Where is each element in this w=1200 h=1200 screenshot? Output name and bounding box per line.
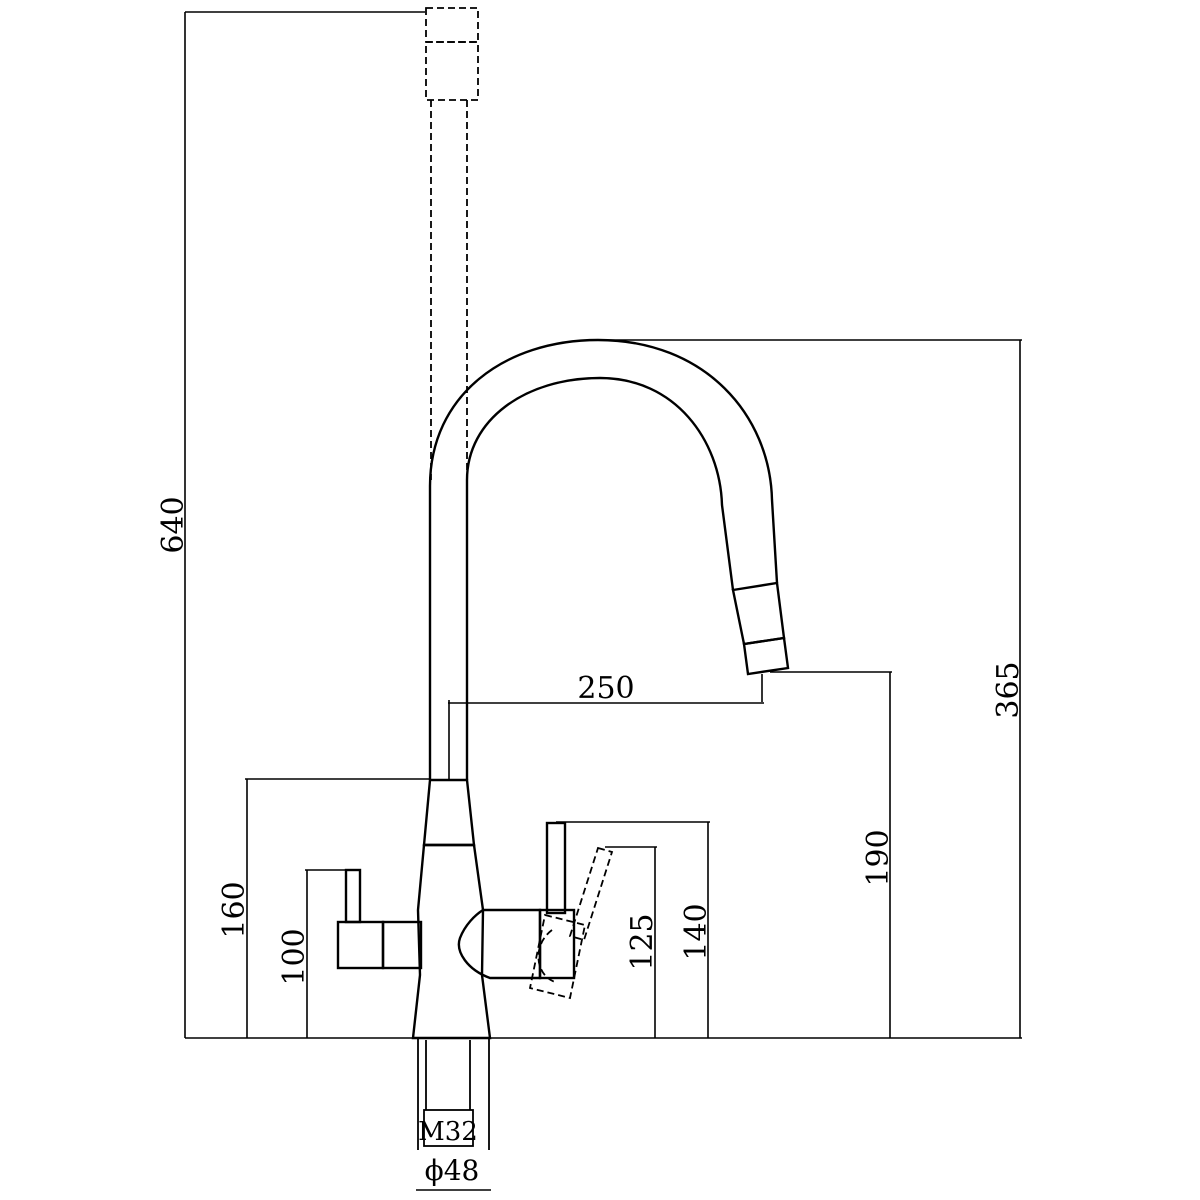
- tilted-cap: [528, 913, 587, 1000]
- tilted-handle-height-dimension: 125: [605, 846, 660, 1038]
- right-handle: [538, 821, 576, 980]
- spout-height-label: 365: [991, 661, 1026, 718]
- right-handle-tilted: [528, 846, 614, 1000]
- spray-head-lower: [742, 636, 790, 676]
- total-height-label: 640: [156, 496, 191, 553]
- spout-inner-curve: [465, 376, 735, 780]
- right-handle-height-label: 140: [679, 903, 714, 960]
- tilted-handle-height-label: 125: [625, 913, 660, 970]
- outlet-height-dimension: 190: [770, 671, 896, 1038]
- tilted-cap-arc: [537, 929, 556, 983]
- right-handle-lever: [545, 821, 567, 915]
- total-height-dimension: 640: [156, 11, 425, 1038]
- body-height-label: 160: [217, 881, 252, 938]
- spray-head-upper: [731, 581, 786, 646]
- tilted-lever: [568, 846, 614, 942]
- spout-reach-label: 250: [577, 671, 634, 706]
- mounting-shank: M32 ϕ48: [416, 1038, 491, 1191]
- faucet-body: [411, 778, 542, 1040]
- thread-label-box: [423, 1109, 474, 1147]
- spout-outer-curve: [428, 338, 779, 780]
- left-handle-cap-outer: [336, 920, 385, 970]
- diameter-label: ϕ48: [425, 1154, 480, 1187]
- body-upper-neck: [422, 778, 476, 847]
- spray-head: [731, 581, 790, 702]
- right-handle-mount: [457, 908, 542, 980]
- body-lower: [411, 843, 492, 1040]
- pulled-out-spray-head: [425, 7, 479, 480]
- left-handle: [336, 868, 423, 970]
- pulled-head-lower: [425, 41, 479, 101]
- left-handle-lever: [344, 868, 362, 924]
- right-handle-height-dimension: 140: [556, 821, 714, 1038]
- outlet-height-label: 190: [861, 829, 896, 886]
- gooseneck-spout: [428, 338, 779, 780]
- right-handle-cap: [538, 908, 576, 980]
- left-handle-height-label: 100: [277, 928, 312, 985]
- left-handle-height-dimension: 100: [277, 869, 352, 1038]
- spout-reach-dimension: 250: [448, 671, 764, 780]
- body-height-dimension: 160: [217, 778, 430, 1038]
- spout-height-dimension: 365: [600, 339, 1026, 1038]
- thread-label: M32: [418, 1117, 478, 1147]
- pulled-head-upper: [425, 7, 479, 43]
- left-handle-cap-inner: [381, 920, 423, 970]
